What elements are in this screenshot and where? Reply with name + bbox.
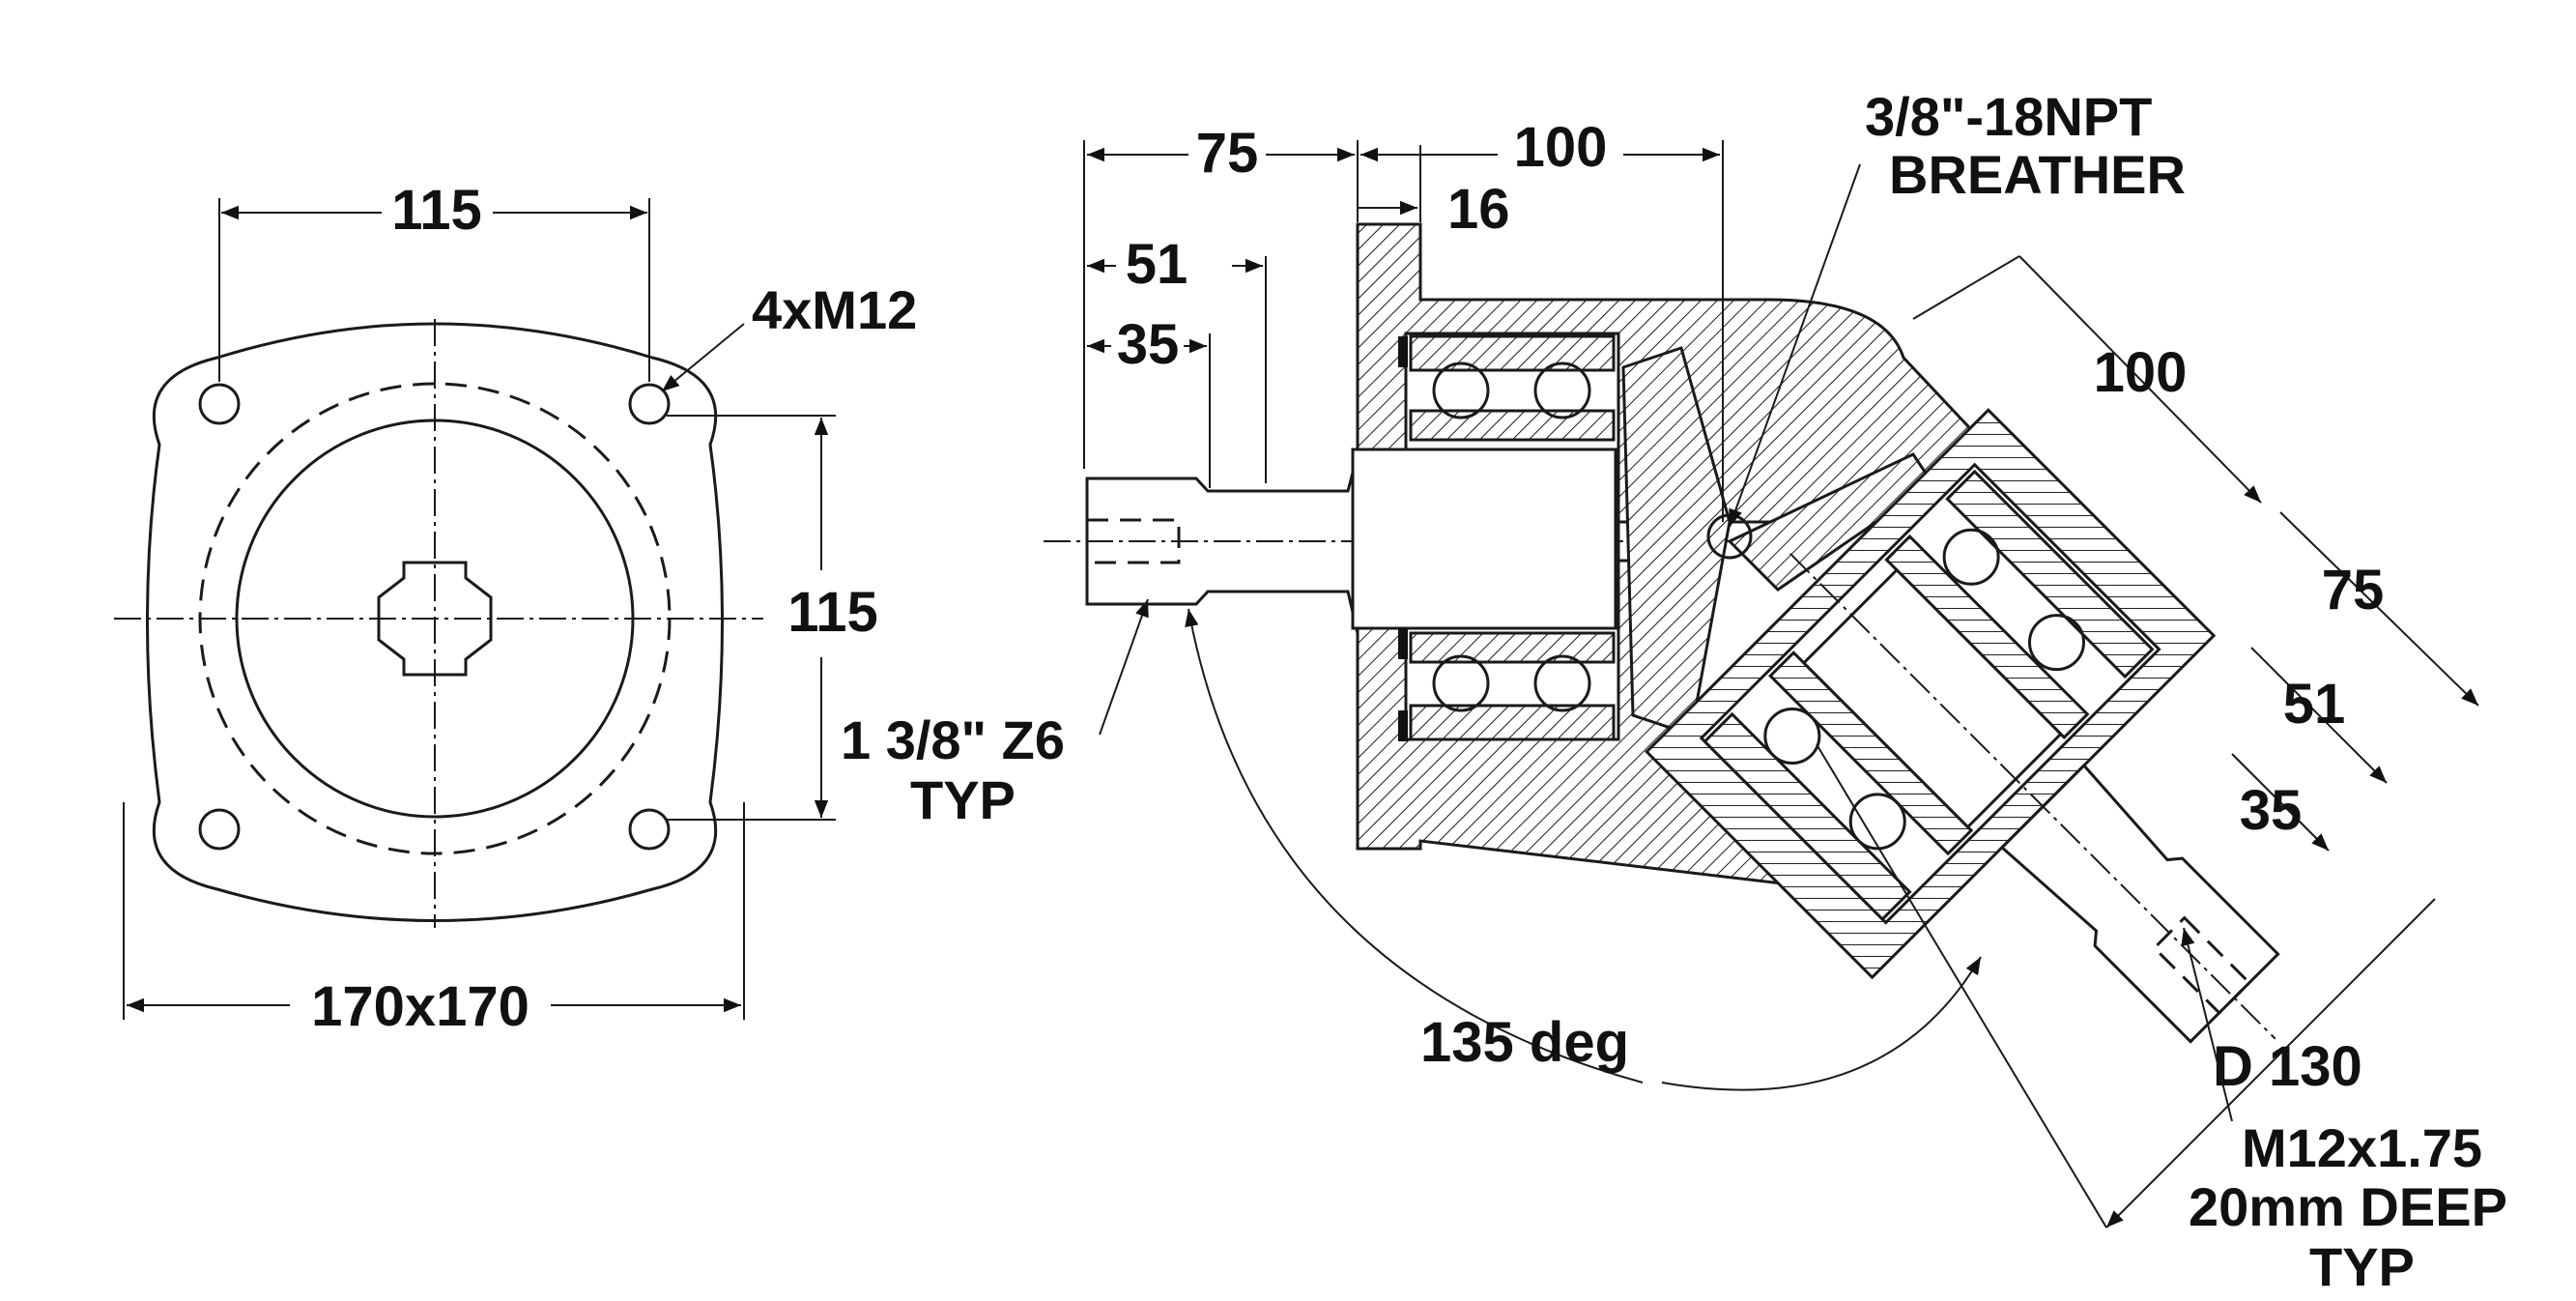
dim-housing-length: 100 [1514, 116, 1608, 179]
dim-top-width: 115 [391, 179, 482, 242]
bolt-holes [198, 383, 671, 851]
bolt-hole-tl [198, 383, 241, 425]
dim-right-height: 115 [787, 581, 878, 644]
output-housing [1645, 408, 2280, 1044]
dim-spline: 1 3/8" Z6 [841, 709, 1065, 770]
dim-angled-100: 100 [2094, 341, 2188, 404]
dim-spline-typ: TYP [910, 769, 1016, 830]
thread-line3: TYP [2309, 1236, 2415, 1297]
breather-line2: BREATHER [1889, 144, 2186, 205]
thread-line2: 20mm DEEP [2189, 1176, 2507, 1237]
bevel-gear-input [1621, 346, 1732, 737]
dim-angled-35: 35 [2240, 779, 2303, 842]
bolt-hole-bl [198, 808, 241, 851]
bolt-hole-br [628, 808, 671, 851]
dim-angled-51: 51 [2283, 673, 2346, 736]
dim-flange: 16 [1447, 178, 1510, 241]
spline-bore [377, 561, 493, 677]
dim-shaft-35: 35 [1117, 313, 1180, 376]
dim-bolt-holes: 4xM12 [752, 279, 917, 340]
side-view: 3/8"-18NPT BREATHER 75 100 16 51 35 100 … [1044, 86, 2507, 1297]
angle-label: 135 deg [1420, 1011, 1629, 1074]
diameter-label: D 130 [2213, 1035, 2362, 1098]
input-hub [1351, 448, 1617, 630]
dim-overall: 170x170 [311, 975, 530, 1038]
input-bearings [1398, 334, 1616, 741]
thread-line1: M12x1.75 [2242, 1117, 2482, 1178]
dim-angled-75: 75 [2322, 559, 2385, 622]
angle-arc [1185, 608, 1644, 1084]
dim-shaft-51: 51 [1126, 233, 1188, 296]
breather-line1: 3/8"-18NPT [1865, 86, 2152, 147]
bolt-hole-tr [628, 383, 671, 425]
input-shaft [1085, 453, 1360, 634]
dim-shaft-length: 75 [1196, 122, 1259, 185]
front-view: 115 4xM12 115 170x170 1 3/8" Z6 TYP [114, 179, 1149, 1038]
flange-outline [146, 322, 724, 922]
